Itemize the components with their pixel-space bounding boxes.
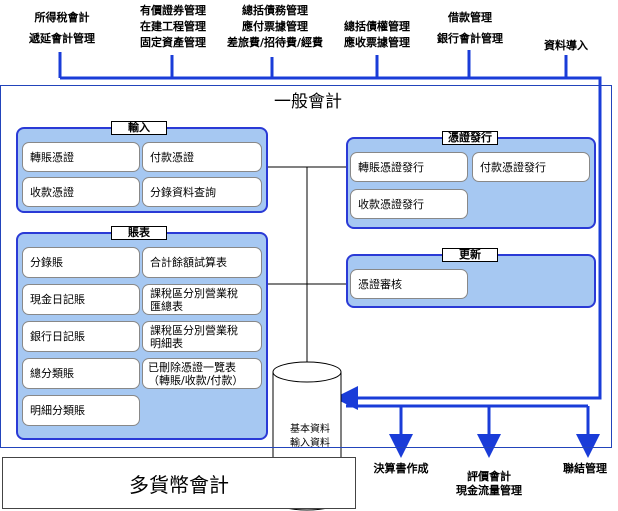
item-payment-voucher[interactable]: 付款憑證 bbox=[142, 142, 262, 172]
item-tax-summary-line1: 課稅區分別營業稅 bbox=[150, 286, 238, 300]
module-label: 在建工程管理 bbox=[140, 20, 206, 33]
module-label: 銀行會計管理 bbox=[437, 32, 503, 45]
module-consolidation: 聯結管理 bbox=[555, 462, 615, 476]
item-tax-detail-line2: 明細表 bbox=[150, 336, 183, 350]
item-journal-query[interactable]: 分錄資料查詢 bbox=[142, 177, 262, 207]
item-general-ledger[interactable]: 總分類賬 bbox=[22, 358, 140, 389]
module-label: 借款管理 bbox=[448, 11, 492, 24]
ledger-panel-label: 賬表 bbox=[111, 226, 167, 240]
module-label: 總括債務管理 bbox=[242, 4, 308, 17]
item-deleted-vouchers[interactable]: 已刪除憑證一覽表 （轉賬/收款/付款） bbox=[142, 358, 262, 389]
general-accounting-frame bbox=[0, 85, 612, 448]
module-label: 應收票據管理 bbox=[344, 36, 410, 49]
database-label-line2: 輸入資料 bbox=[290, 438, 330, 449]
item-receipt-voucher-issue[interactable]: 收款憑證發行 bbox=[350, 189, 468, 219]
module-label: 評價會計 bbox=[467, 470, 511, 483]
item-voucher-audit[interactable]: 憑證審核 bbox=[350, 269, 468, 299]
item-transfer-voucher-issue[interactable]: 轉賬憑證發行 bbox=[350, 152, 468, 182]
module-label: 現金流量管理 bbox=[456, 484, 522, 497]
multi-currency-box[interactable]: 多貨幣會計 bbox=[2, 457, 356, 509]
item-deleted-line1: 已刪除憑證一覽表 bbox=[148, 360, 236, 374]
module-income-tax: 所得稅會計 遞延會計管理 bbox=[24, 9, 100, 47]
module-label: 決算書作成 bbox=[373, 462, 429, 475]
item-deleted-line2: （轉賬/收款/付款） bbox=[148, 373, 244, 387]
item-journal-book[interactable]: 分錄賬 bbox=[22, 247, 140, 278]
module-label: 有價證券管理 bbox=[140, 4, 206, 17]
item-tax-summary[interactable]: 課稅區分別營業稅 匯總表 bbox=[142, 284, 262, 315]
item-receipt-voucher[interactable]: 收款憑證 bbox=[22, 177, 140, 207]
item-bank-journal[interactable]: 銀行日記賬 bbox=[22, 321, 140, 352]
module-valuation: 評價會計 現金流量管理 bbox=[448, 470, 530, 498]
module-label: 聯結管理 bbox=[563, 462, 607, 475]
module-closing-statements: 決算書作成 bbox=[365, 462, 437, 476]
item-tax-detail-line1: 課稅區分別營業稅 bbox=[150, 323, 238, 337]
module-label: 總括債權管理 bbox=[344, 20, 410, 33]
module-assets: 有價證券管理 在建工程管理 固定資產管理 bbox=[128, 3, 218, 51]
module-label: 固定資產管理 bbox=[140, 36, 206, 49]
item-tax-summary-line2: 匯總表 bbox=[150, 299, 183, 313]
module-payables: 總括債務管理 應付票據管理 差旅費/招待費/經費 bbox=[220, 3, 330, 51]
item-tax-detail[interactable]: 課稅區分別營業稅 明細表 bbox=[142, 321, 262, 352]
module-label: 所得稅會計 bbox=[34, 11, 90, 24]
item-subsidiary-ledger[interactable]: 明細分類賬 bbox=[22, 395, 140, 426]
item-payment-voucher-issue[interactable]: 付款憑證發行 bbox=[472, 152, 590, 182]
module-label: 應付票據管理 bbox=[242, 20, 308, 33]
module-label: 資料導入 bbox=[544, 39, 588, 52]
module-label: 差旅費/招待費/經費 bbox=[226, 36, 324, 49]
top-bus-line bbox=[60, 76, 602, 400]
module-label: 遞延會計管理 bbox=[29, 32, 95, 45]
update-panel-label: 更新 bbox=[442, 248, 498, 262]
module-data-import: 資料導入 bbox=[536, 37, 596, 54]
item-trial-balance[interactable]: 合計餘額試算表 bbox=[142, 247, 262, 278]
input-panel-label: 輸入 bbox=[111, 121, 167, 135]
database-label: 基本資料 輸入資料 bbox=[276, 423, 344, 451]
item-transfer-voucher[interactable]: 轉賬憑證 bbox=[22, 142, 140, 172]
item-cash-journal[interactable]: 現金日記賬 bbox=[22, 284, 140, 315]
module-loans: 借款管理 銀行會計管理 bbox=[430, 9, 510, 47]
database-label-line1: 基本資料 bbox=[290, 424, 330, 435]
voucher-issue-panel-label: 憑證發行 bbox=[442, 131, 498, 145]
general-accounting-title: 一般會計 bbox=[274, 92, 342, 112]
module-receivables: 總括債權管理 應收票據管理 bbox=[334, 19, 420, 51]
